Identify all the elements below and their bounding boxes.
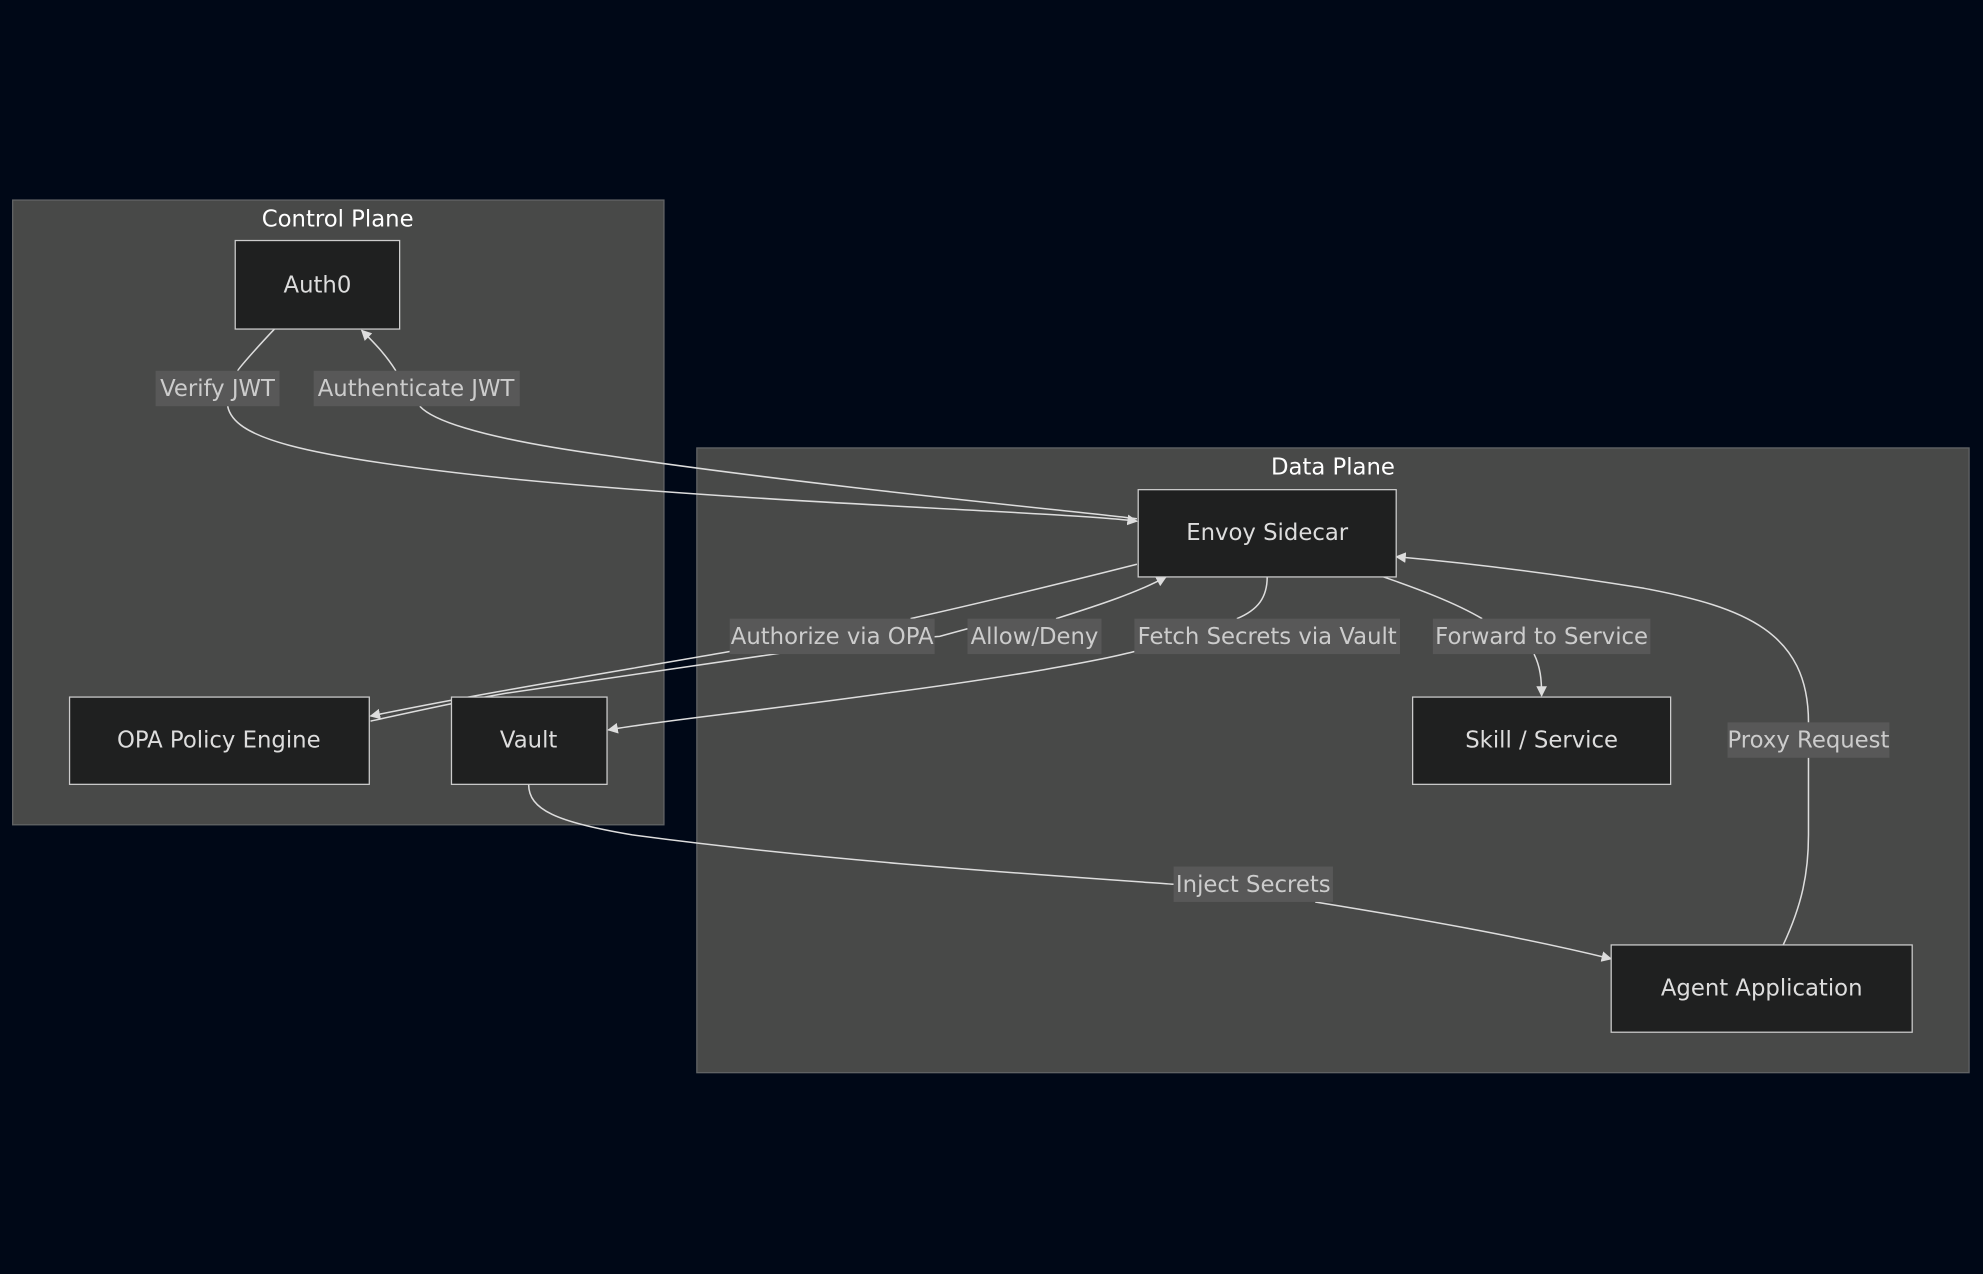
- node-agent-application[interactable]: Agent Application: [1610, 944, 1913, 1033]
- edge-label-authenticate-jwt: Authenticate JWT: [313, 370, 520, 407]
- edges: [226, 328, 1810, 959]
- node-envoy-label: Envoy Sidecar: [1186, 520, 1349, 546]
- edge-proxy-request: [1396, 557, 1810, 946]
- edge-label-proxy-request: Proxy Request: [1727, 722, 1890, 758]
- svg-text:Verify JWT: Verify JWT: [160, 376, 275, 402]
- node-envoy-sidecar[interactable]: Envoy Sidecar: [1137, 489, 1397, 578]
- node-auth0-label: Auth0: [284, 272, 352, 298]
- node-auth0[interactable]: Auth0: [234, 239, 401, 330]
- node-skill-service[interactable]: Skill / Service: [1412, 696, 1672, 785]
- svg-text:Allow/Deny: Allow/Deny: [971, 624, 1099, 650]
- edge-label-inject-secrets: Inject Secrets: [1173, 866, 1333, 902]
- cluster-control-plane-title: Control Plane: [262, 207, 414, 233]
- edge-label-fetch-secrets: Fetch Secrets via Vault: [1134, 618, 1400, 655]
- svg-text:Authenticate JWT: Authenticate JWT: [318, 376, 515, 402]
- node-opa-label: OPA Policy Engine: [117, 728, 321, 754]
- node-vault[interactable]: Vault: [450, 696, 608, 785]
- svg-text:Forward to Service: Forward to Service: [1435, 624, 1648, 650]
- node-skill-label: Skill / Service: [1465, 728, 1618, 754]
- edge-labels: Verify JWT Authenticate JWT Authorize vi…: [155, 370, 1890, 902]
- edge-fetch-secrets: [608, 576, 1268, 730]
- edge-label-forward-to-service: Forward to Service: [1432, 618, 1651, 655]
- svg-text:Proxy Request: Proxy Request: [1727, 728, 1889, 754]
- edge-inject-secrets: [527, 784, 1612, 959]
- svg-text:Inject Secrets: Inject Secrets: [1176, 872, 1331, 898]
- edge-authenticate-jwt: [362, 330, 1138, 520]
- edge-label-authorize-via-opa: Authorize via OPA: [729, 618, 935, 655]
- edge-label-verify-jwt: Verify JWT: [155, 370, 280, 407]
- svg-text:Fetch Secrets via Vault: Fetch Secrets via Vault: [1138, 624, 1397, 650]
- cluster-data-plane-title: Data Plane: [1271, 454, 1395, 480]
- edge-authorize-via-opa: [371, 563, 1138, 716]
- node-opa-policy-engine[interactable]: OPA Policy Engine: [68, 696, 370, 785]
- svg-text:Authorize via OPA: Authorize via OPA: [731, 624, 934, 650]
- edge-verify-jwt: [226, 328, 1137, 521]
- node-agent-label: Agent Application: [1661, 976, 1863, 1002]
- edge-label-allow-deny: Allow/Deny: [967, 618, 1102, 655]
- edge-forward-to-service: [1383, 576, 1542, 696]
- node-vault-label: Vault: [500, 728, 557, 754]
